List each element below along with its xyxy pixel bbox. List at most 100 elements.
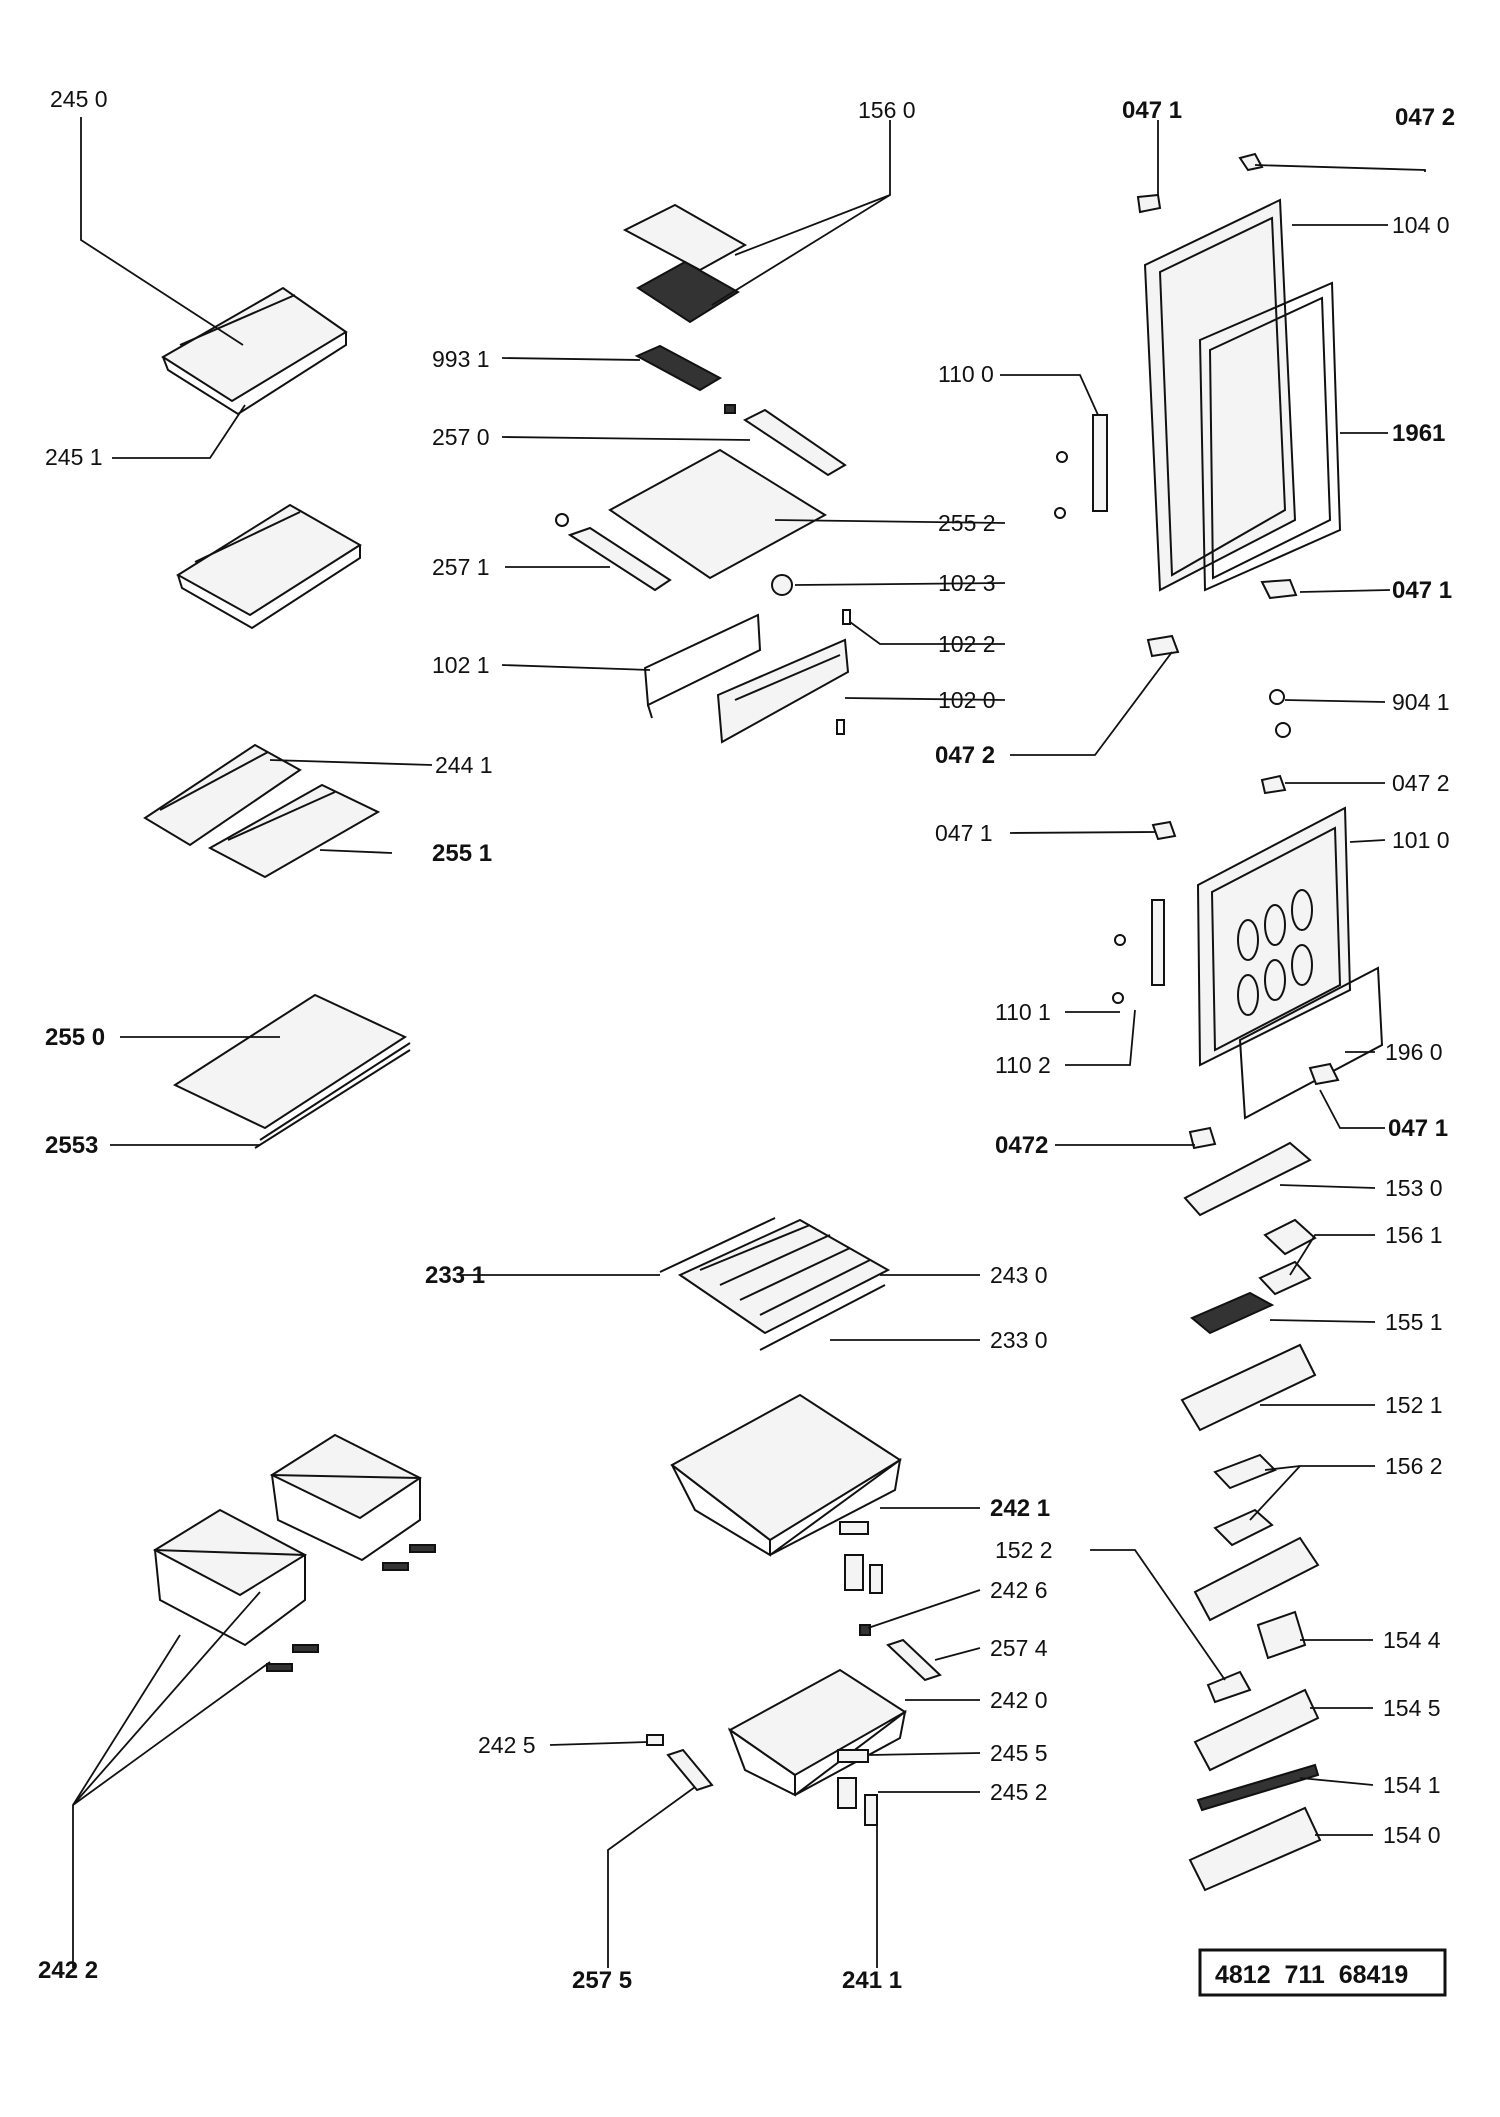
part-152-2 — [1206, 1670, 1252, 1704]
part-bin-upper — [1193, 1536, 1320, 1622]
label-1101: 110 1 — [995, 999, 1051, 1025]
part-drawings — [143, 152, 1384, 1892]
part-245-2-a — [837, 1777, 857, 1809]
label-1544: 154 4 — [1383, 1627, 1441, 1653]
part-bin-154-0 — [1188, 1806, 1322, 1892]
part-egg-tray-155-1 — [1190, 1291, 1275, 1335]
label-2570: 257 0 — [432, 424, 490, 450]
label-2422: 242 2 — [38, 1957, 98, 1984]
part-crisper-box-rear — [269, 1433, 422, 1562]
part-154-1 — [1196, 1763, 1320, 1812]
part-153-0 — [1183, 1141, 1312, 1217]
label-2552: 255 2 — [938, 510, 996, 536]
label-0471-mid: 047 1 — [1392, 577, 1452, 604]
label-2553: 2553 — [45, 1132, 98, 1159]
part-drawer-clip-b — [844, 1554, 864, 1591]
part-crisper-clip-4 — [266, 1663, 293, 1672]
label-1521: 152 1 — [1385, 1392, 1443, 1418]
label-2331: 233 1 — [425, 1262, 485, 1289]
part-904-1-a — [1269, 689, 1285, 705]
part-047-2-lower — [1188, 1126, 1217, 1150]
label-1021: 102 1 — [432, 652, 490, 678]
part-rail-257-1 — [555, 513, 672, 592]
part-crisper-clip-3 — [292, 1644, 319, 1653]
part-door-101-0 — [1196, 806, 1384, 1120]
label-1010: 101 0 — [1392, 827, 1450, 853]
doc-number: 4812 711 68419 — [1215, 1961, 1408, 1989]
part-047-1-small — [1151, 820, 1177, 841]
label-2575: 257 5 — [572, 1967, 632, 1994]
label-0472-right: 047 2 — [1392, 770, 1450, 796]
part-245-2-b — [864, 1794, 878, 1826]
doc-number-box: 4812 711 68419 — [1198, 1948, 1447, 1997]
part-crisper-clip-2 — [382, 1562, 409, 1571]
part-993-1 — [634, 344, 723, 392]
label-2452: 245 2 — [990, 1779, 1048, 1805]
part-047-2-small — [1260, 774, 1287, 795]
part-shelf-255-1 — [207, 783, 381, 879]
part-bin-152-1 — [1180, 1343, 1317, 1432]
part-crisper-clip-1 — [409, 1544, 436, 1553]
label-2574: 257 4 — [990, 1635, 1048, 1661]
part-ice-tray-156-0 — [622, 203, 748, 324]
part-102-2 — [842, 609, 851, 625]
part-bin-154-5 — [1193, 1688, 1320, 1772]
label-2425: 242 5 — [478, 1732, 536, 1758]
part-drawer-clip-a — [839, 1521, 869, 1535]
part-156-1-b — [1258, 1260, 1312, 1296]
label-2421: 242 1 — [990, 1495, 1050, 1522]
label-2450: 245 0 — [50, 86, 108, 112]
part-panel-102-0 — [716, 638, 850, 744]
label-1541: 154 1 — [1383, 1772, 1441, 1798]
label-0472-top: 047 2 — [1395, 104, 1455, 131]
label-1960: 196 0 — [1385, 1039, 1443, 1065]
label-1522: 152 2 — [995, 1537, 1053, 1563]
part-shelf-second — [176, 503, 362, 630]
label-0471-lower: 047 1 — [1388, 1115, 1448, 1142]
part-156-1-a — [1263, 1218, 1317, 1256]
label-1102: 110 2 — [995, 1052, 1051, 1078]
part-grid-shelf-243-0 — [659, 1217, 891, 1351]
part-rail-257-0 — [724, 404, 847, 477]
label-2451: 245 1 — [45, 444, 103, 470]
part-hinge-110-1 — [1112, 899, 1165, 1004]
label-1562: 156 2 — [1385, 1453, 1443, 1479]
part-drawer-242-1 — [670, 1393, 902, 1557]
label-1560: 156 0 — [858, 97, 916, 123]
label-2455: 245 5 — [990, 1740, 1048, 1766]
label-2426: 242 6 — [990, 1577, 1048, 1603]
part-shelf-244-1 — [143, 743, 302, 847]
part-rail-257-4 — [886, 1638, 942, 1682]
part-hinge-cap-center — [1146, 634, 1180, 658]
part-245-5 — [837, 1749, 869, 1763]
part-242-5 — [646, 1734, 664, 1746]
label-2571: 257 1 — [432, 554, 490, 580]
label-9931: 993 1 — [432, 346, 490, 372]
label-0472-mid: 047 2 — [935, 742, 995, 769]
label-2550: 255 0 — [45, 1024, 105, 1051]
label-1022: 102 2 — [938, 631, 996, 657]
part-hinge-cap-mid — [1260, 578, 1298, 600]
label-0471-top: 047 1 — [1122, 97, 1182, 124]
part-frame-102-1 — [643, 613, 762, 719]
part-156-2-b — [1213, 1508, 1274, 1547]
label-9041: 904 1 — [1392, 689, 1450, 715]
part-154-4 — [1256, 1610, 1307, 1660]
label-2430: 243 0 — [990, 1262, 1048, 1288]
label-1561: 156 1 — [1385, 1222, 1443, 1248]
part-904-1-b — [1275, 722, 1291, 738]
label-1100: 110 0 — [938, 361, 994, 387]
label-1961: 1961 — [1392, 420, 1445, 447]
part-shelf-245-0 — [161, 286, 348, 416]
label-1530: 153 0 — [1385, 1175, 1443, 1201]
part-plate-255-2 — [608, 448, 827, 580]
label-2330: 233 0 — [990, 1327, 1048, 1353]
part-glass-plate-255-0 — [172, 993, 411, 1149]
label-2411: 241 1 — [842, 1967, 902, 1994]
label-2441: 244 1 — [435, 752, 493, 778]
part-drawer-242-0 — [727, 1668, 907, 1797]
part-crisper-box-front — [152, 1508, 308, 1647]
label-2420: 242 0 — [990, 1687, 1048, 1713]
part-047-1-lower — [1308, 1062, 1340, 1086]
